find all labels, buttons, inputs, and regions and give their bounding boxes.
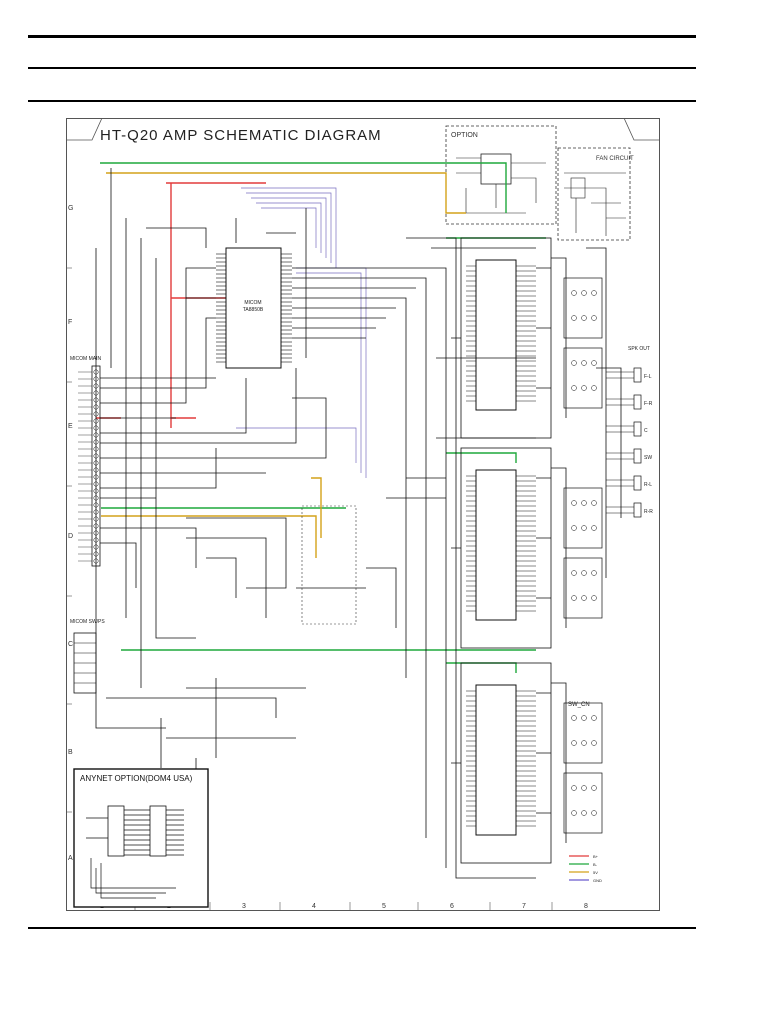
column-label: 7 xyxy=(522,903,526,910)
input-select-block xyxy=(301,505,357,625)
option-label: OPTION xyxy=(451,132,478,139)
header-rule-middle xyxy=(28,67,696,69)
speaker-terminal: SW xyxy=(606,448,652,464)
speaker-terminal: C xyxy=(606,421,648,437)
wire-legend: B+ B- 5V GND xyxy=(569,854,602,883)
speaker-label: SPK OUT xyxy=(628,346,650,352)
legend-label: B+ xyxy=(593,854,599,859)
row-label: B xyxy=(68,749,73,756)
signal-wiring xyxy=(95,168,622,879)
column-label: 5 xyxy=(382,903,386,910)
row-label: G xyxy=(68,205,73,212)
speaker-terminal: F-L xyxy=(606,367,652,383)
anynet-label: ANYNET OPTION(DOM4 USA) xyxy=(80,774,193,783)
row-label: E xyxy=(68,423,73,430)
column-label: 6 xyxy=(450,903,454,910)
option-block: OPTION xyxy=(445,125,557,225)
column-label: 4 xyxy=(312,903,316,910)
woofer-label: SW_CN xyxy=(568,702,590,708)
mcu-part: TA8850B xyxy=(243,307,264,313)
speaker-channel-label: F-R xyxy=(644,401,653,407)
legend-label: GND xyxy=(593,878,602,883)
micom-sw-label: MICOM SW/PS xyxy=(70,619,105,625)
mcu-label: MICOM xyxy=(244,300,261,306)
micom-main-label: MICOM MAIN xyxy=(70,356,101,362)
speaker-channel-label: C xyxy=(644,428,648,434)
row-labels: G F E D C B A xyxy=(66,205,73,862)
column-label: 3 xyxy=(242,903,246,910)
mcu-block: MICOM TA8850B xyxy=(216,247,292,369)
speaker-channel-label: R-R xyxy=(644,509,653,515)
diagram-title: HT-Q20 AMP SCHEMATIC DIAGRAM xyxy=(100,127,382,144)
amp-module xyxy=(451,237,603,439)
schematic-sheet: HT-Q20 AMP SCHEMATIC DIAGRAM 12345678 GF… xyxy=(66,118,660,911)
amp-module xyxy=(451,447,603,649)
row-label: F xyxy=(68,319,72,326)
footer-rule xyxy=(28,927,696,929)
amp-module xyxy=(451,662,603,864)
row-label: D xyxy=(68,533,73,540)
legend-label: 5V xyxy=(593,870,598,875)
speaker-terminal: F-R xyxy=(606,394,653,410)
header-rule-top xyxy=(28,35,696,38)
speaker-terminal: R-R xyxy=(606,502,653,518)
column-label: 8 xyxy=(584,903,588,910)
amp-modules xyxy=(451,237,603,864)
speaker-channel-label: SW xyxy=(644,455,652,461)
control-bus xyxy=(236,187,367,478)
speaker-channel-label: R-L xyxy=(644,482,652,488)
header-rule-bottom xyxy=(28,100,696,102)
row-label: C xyxy=(68,641,73,648)
anynet-option-block: ANYNET OPTION(DOM4 USA) xyxy=(73,768,209,908)
legend-label: B- xyxy=(593,862,598,867)
speaker-terminal: R-L xyxy=(606,475,652,491)
fan-circuit-block: FAN CIRCUIT xyxy=(557,147,634,241)
speaker-terminals: F-L F-R C SW R-L R-R xyxy=(606,367,653,518)
fan-circuit-label: FAN CIRCUIT xyxy=(596,156,634,162)
speaker-channel-label: F-L xyxy=(644,374,652,380)
row-label: A xyxy=(68,855,73,862)
